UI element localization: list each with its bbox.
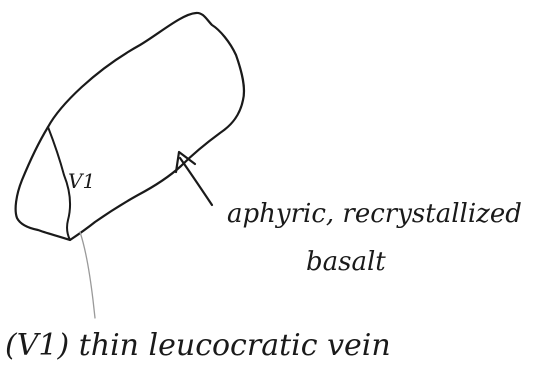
- vein-leader-line: [80, 232, 95, 318]
- basalt-label-line2: basalt: [306, 247, 386, 277]
- rock-outline: [16, 13, 244, 240]
- vein-marker-label: V1: [68, 169, 95, 193]
- basalt-arrow-shaft: [180, 158, 212, 205]
- basalt-label-line1: aphyric, recrystallized: [227, 199, 522, 229]
- vein-caption: (V1) thin leucocratic vein: [5, 328, 391, 363]
- vein-line: [48, 127, 70, 240]
